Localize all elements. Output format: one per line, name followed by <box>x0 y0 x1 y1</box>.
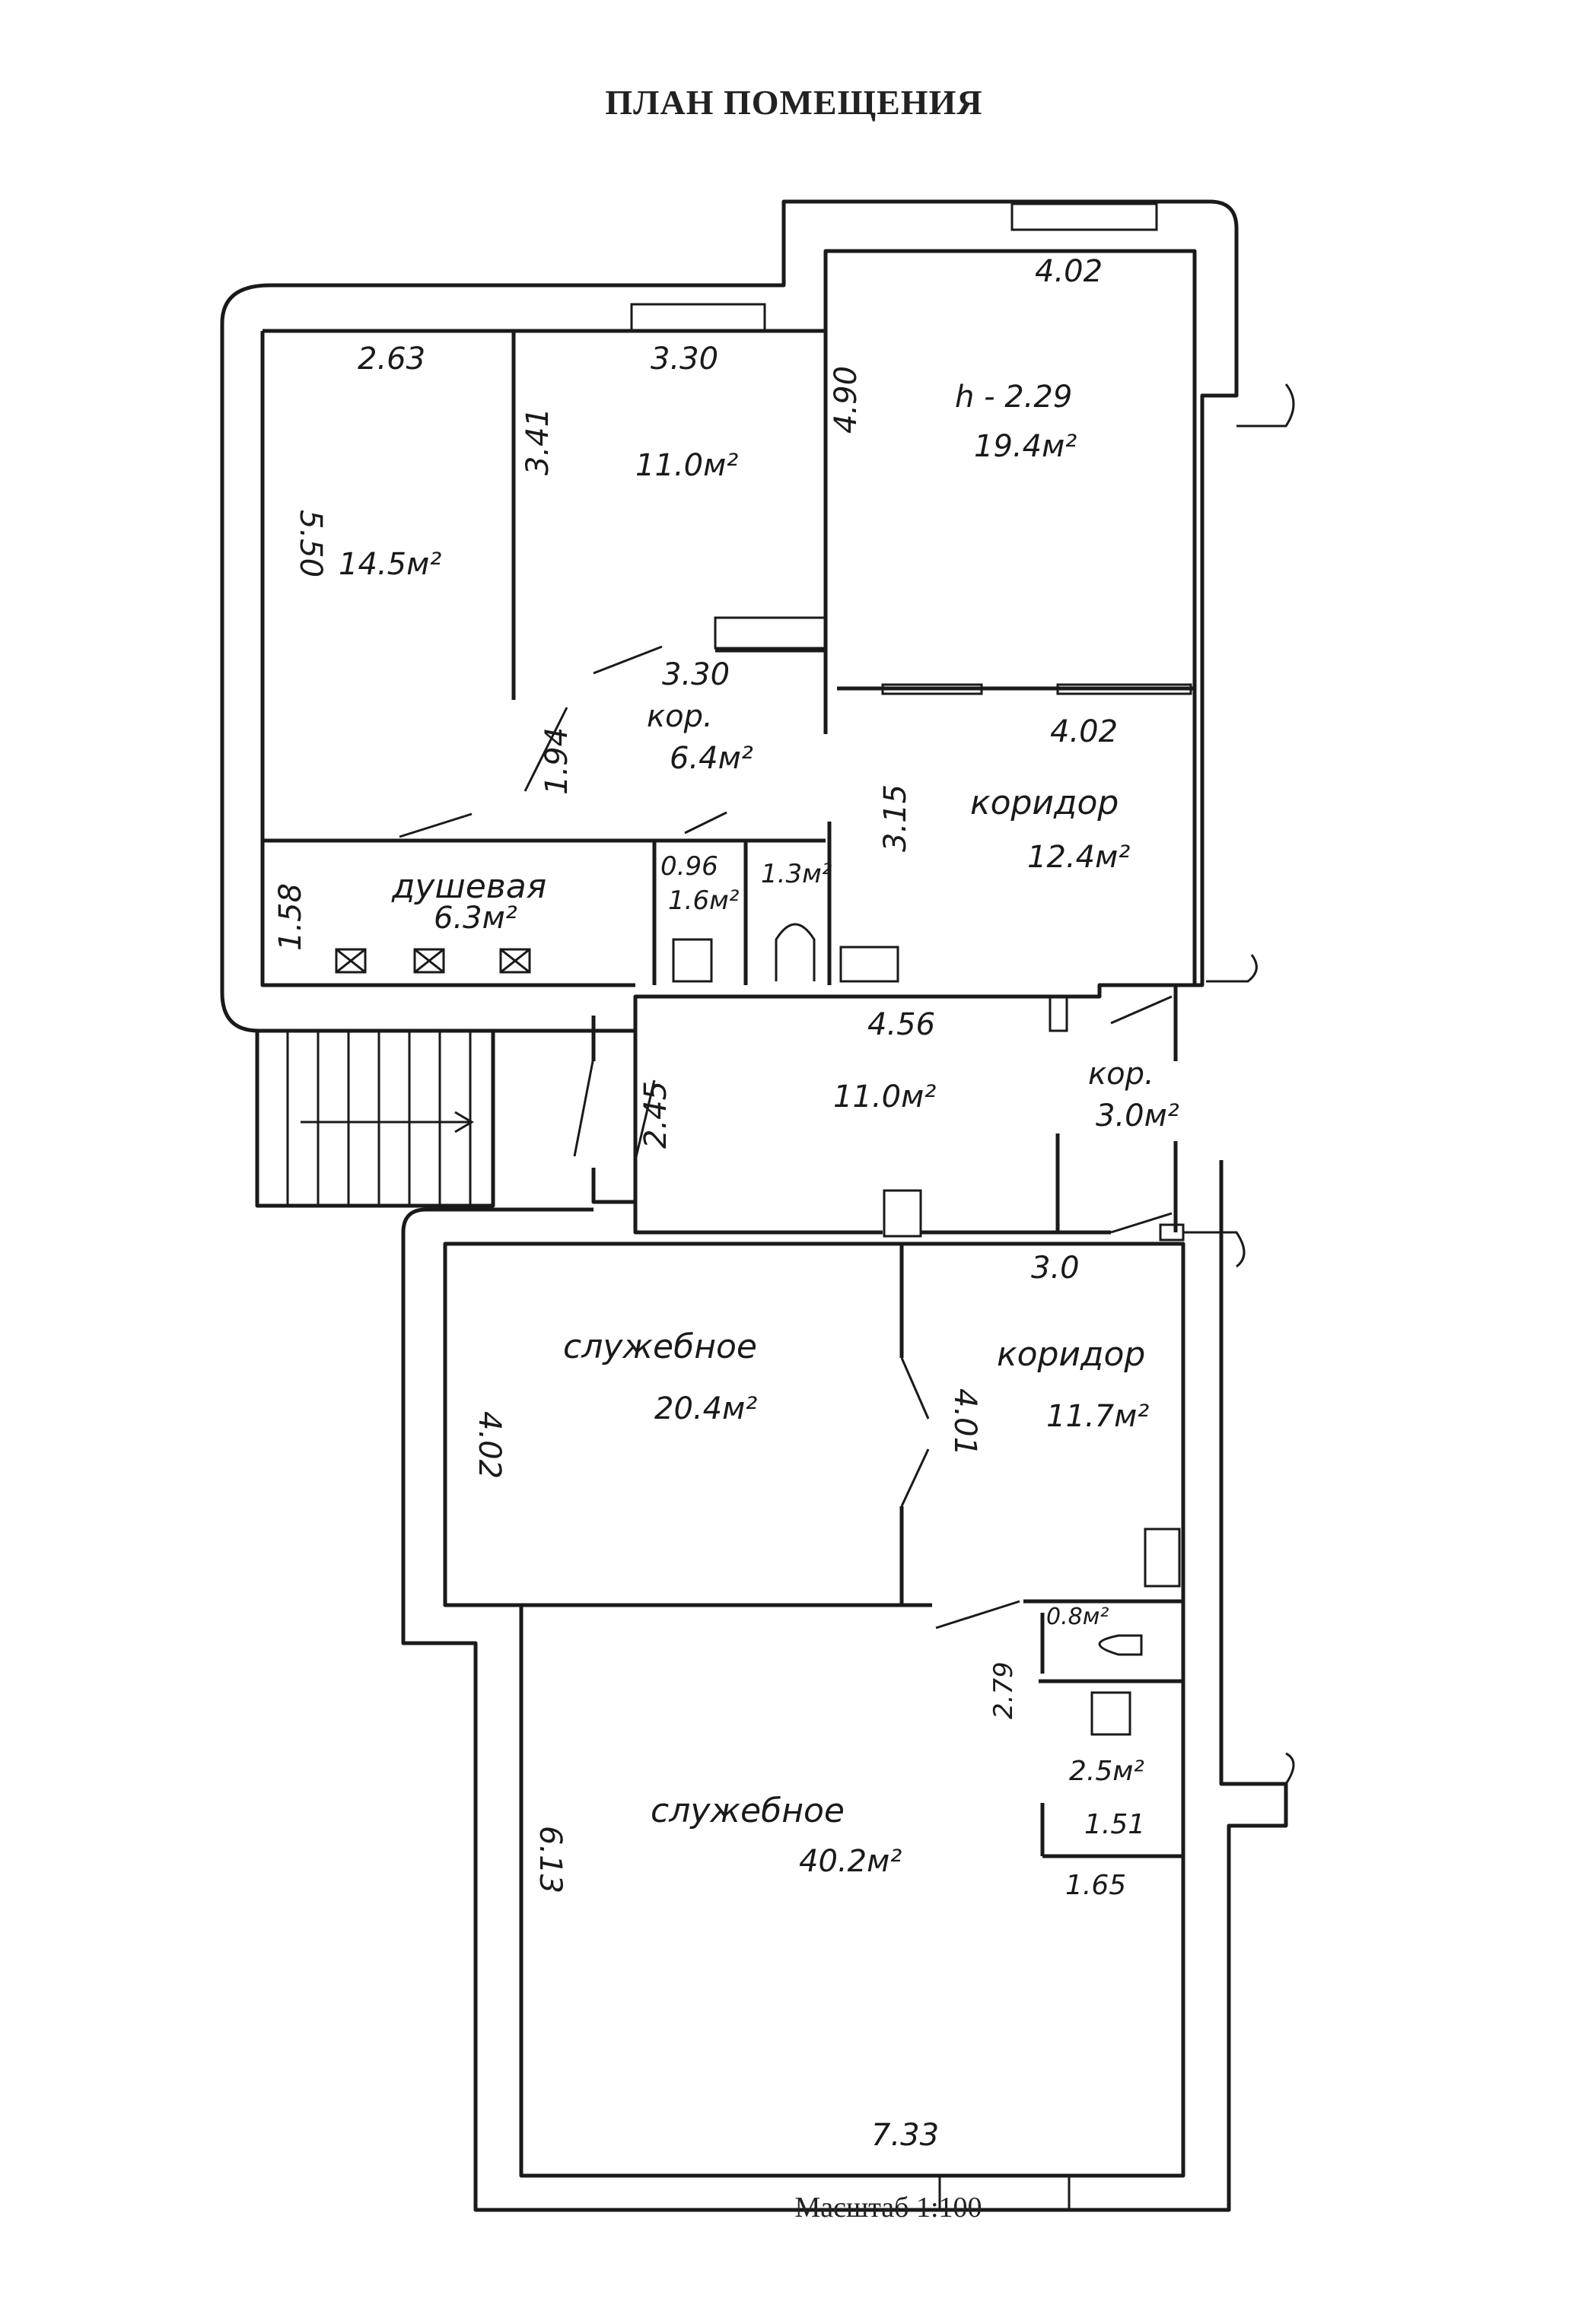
door-swing-117 <box>1110 1212 1173 1234</box>
dim-330-top: 3.30 <box>651 342 718 377</box>
break-mark-1 <box>1206 954 1258 983</box>
wc-fixture-1 <box>1144 1528 1181 1588</box>
area-402: 40.2м² <box>799 1844 902 1879</box>
break-mark-5 <box>1225 1752 1295 1785</box>
lower-block-inner-wall <box>443 1241 1185 2178</box>
door-194 <box>881 683 983 695</box>
area-30: 3.0м² <box>1096 1098 1179 1133</box>
dim-341: 3.41 <box>520 408 555 475</box>
area-08: 0.8м² <box>1046 1604 1109 1630</box>
area-110-hall: 11.0м² <box>833 1079 936 1114</box>
dim-613: 6.13 <box>533 1826 568 1893</box>
dim-279: 2.79 <box>988 1661 1019 1719</box>
dim-263: 2.63 <box>358 342 425 377</box>
room-labels: 2.63 5.50 14.5м² 3.30 3.41 11.0м² 4.02 h… <box>273 254 1179 2153</box>
upper-block-outer-wall <box>220 199 1239 1033</box>
wc-fixture-2 <box>1090 1691 1131 1736</box>
label-sluzhebnoe-204: служебное <box>563 1327 757 1366</box>
dim-490: 4.90 <box>829 366 864 434</box>
lower-block-outer-wall <box>401 1160 1288 2212</box>
break-mark-4 <box>1183 1231 1246 1268</box>
dim-30: 3.0 <box>1031 1251 1080 1286</box>
hall-fixture <box>1049 995 1068 1032</box>
area-63: 6.3м² <box>434 901 517 936</box>
door-swing-204 <box>900 1357 930 1420</box>
area-16: 1.6м² <box>668 885 740 916</box>
label-koridor-124: коридор <box>970 784 1119 822</box>
area-124: 12.4м² <box>1027 840 1130 875</box>
area-25: 2.5м² <box>1069 1756 1144 1787</box>
area-145: 14.5м² <box>339 547 441 582</box>
dim-550: 5.50 <box>293 510 328 577</box>
label-sluzhebnoe-402: служебное <box>651 1791 845 1830</box>
window-top-right <box>1010 202 1158 231</box>
wall-stub <box>714 616 827 650</box>
label-kor-30: кор. <box>1088 1057 1154 1092</box>
door-swing-hall-2 <box>634 1079 656 1161</box>
door-swing-4 <box>684 811 727 835</box>
area-194: 19.4м² <box>974 429 1077 464</box>
label-dushevaya: душевая <box>391 867 546 906</box>
scale-label: Масштаб 1:100 <box>794 2192 982 2224</box>
dim-456: 4.56 <box>867 1007 935 1042</box>
dim-315: 3.15 <box>878 784 913 852</box>
door-swing-wc <box>935 1600 1020 1629</box>
dim-733: 7.33 <box>871 2118 939 2153</box>
window-bottom <box>938 2174 1071 2211</box>
area-117: 11.7м² <box>1046 1399 1149 1434</box>
dim-402-mid: 4.02 <box>1050 714 1118 749</box>
dim-151: 1.51 <box>1084 1809 1145 1840</box>
door-swing-2 <box>523 707 568 792</box>
dim-158: 1.58 <box>273 883 308 951</box>
area-110-top: 11.0м² <box>635 448 738 483</box>
shower-drains <box>335 948 531 974</box>
window-top-left <box>630 303 766 332</box>
toilet-2 <box>775 923 816 981</box>
height-229: h - 2.29 <box>955 380 1072 415</box>
dim-165: 1.65 <box>1065 1870 1126 1901</box>
door-swing-1 <box>399 812 473 838</box>
door-swing-hall-1 <box>573 1057 595 1157</box>
dim-245: 2.45 <box>638 1081 673 1149</box>
door-swing-hall-3 <box>1110 995 1173 1025</box>
dim-401: 4.01 <box>947 1388 982 1456</box>
dim-096: 0.96 <box>660 851 718 882</box>
dim-402-top: 4.02 <box>1035 254 1103 289</box>
toilet-1 <box>672 938 713 983</box>
dim-402-lower: 4.02 <box>472 1411 507 1479</box>
staircase <box>255 1028 495 1208</box>
plan-title: ПЛАН ПОМЕЩЕНИЯ <box>605 83 983 122</box>
area-64: 6.4м² <box>670 741 753 776</box>
dim-330-kor: 3.30 <box>662 657 730 692</box>
sink <box>839 946 899 983</box>
label-koridor-117: коридор <box>997 1335 1145 1374</box>
door-swing-204b <box>900 1448 930 1507</box>
dim-194: 1.94 <box>539 727 574 795</box>
break-mark-2 <box>1236 383 1295 428</box>
door-swing-3 <box>593 645 663 675</box>
hall-column <box>883 1189 922 1238</box>
break-mark-3 <box>1159 1223 1185 1241</box>
label-kor-64: кор. <box>647 699 713 734</box>
wc-fixture-3 <box>1098 1634 1143 1656</box>
area-204: 20.4м² <box>654 1391 757 1426</box>
door-194b <box>1056 683 1192 695</box>
area-13: 1.3м² <box>761 859 832 889</box>
